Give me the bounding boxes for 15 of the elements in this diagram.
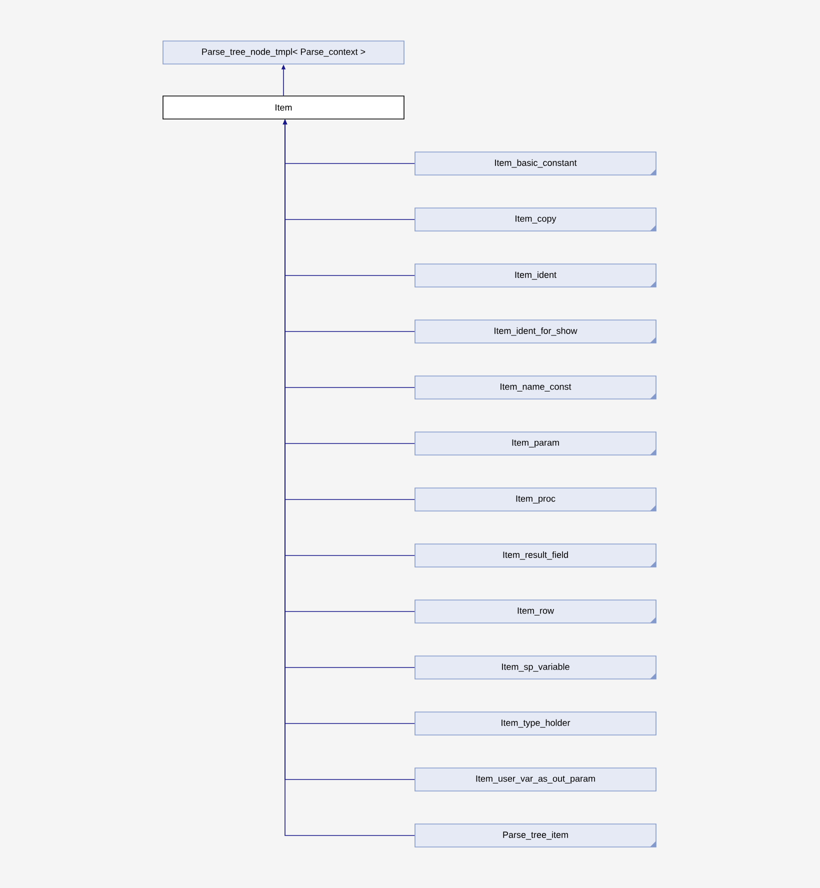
class-box: Item_row xyxy=(414,600,656,624)
class-box: Parse_tree_item xyxy=(414,824,656,848)
class-box: Item_copy xyxy=(414,208,656,232)
class-box: Item_basic_constant xyxy=(414,152,656,176)
class-box: Item_sp_variable xyxy=(414,656,656,680)
class-box: Item_user_var_as_out_param xyxy=(414,768,656,792)
class-box: Item_ident_for_show xyxy=(414,320,656,344)
class-box: Item_result_field xyxy=(414,544,656,568)
class-box: Item_type_holder xyxy=(414,712,656,736)
class-box: Item_name_const xyxy=(414,376,656,400)
class-box: Item xyxy=(162,96,404,120)
class-box: Item_proc xyxy=(414,488,656,512)
class-box: Parse_tree_node_tmpl< Parse_context > xyxy=(162,40,404,64)
class-box: Item_param xyxy=(414,432,656,456)
class-box: Item_ident xyxy=(414,264,656,288)
